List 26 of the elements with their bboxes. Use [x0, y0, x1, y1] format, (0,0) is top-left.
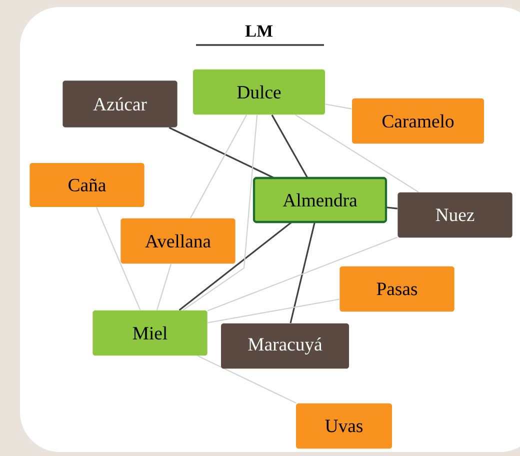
concept-box: Dulce: [193, 69, 325, 115]
connector-line: [208, 298, 340, 324]
connector-line: [182, 114, 258, 310]
connector-line: [290, 222, 316, 324]
connector-line: [156, 264, 172, 310]
connector-line: [207, 236, 398, 312]
concept-box: Miel: [92, 310, 208, 356]
concept-box: Maracuyá: [221, 323, 349, 369]
connector-line: [178, 222, 292, 311]
connector-line: [325, 104, 352, 110]
connector-line: [190, 114, 247, 218]
connector-line: [198, 355, 296, 404]
concept-box: Nuez: [398, 192, 512, 238]
concept-box: Caramelo: [352, 98, 484, 144]
connector-line: [386, 206, 398, 210]
central-concept-box: Almendra: [252, 176, 388, 224]
concept-box: Uvas: [296, 403, 392, 449]
connector-line: [96, 207, 141, 310]
title: LM: [245, 25, 272, 37]
connector-line: [295, 114, 419, 193]
connector-line: [271, 114, 308, 178]
concept-box: Azúcar: [62, 80, 178, 128]
concept-box: Caña: [30, 163, 144, 207]
concept-box: Pasas: [340, 266, 454, 312]
concept-box: Avellana: [120, 218, 236, 264]
connector-line: [168, 126, 274, 178]
